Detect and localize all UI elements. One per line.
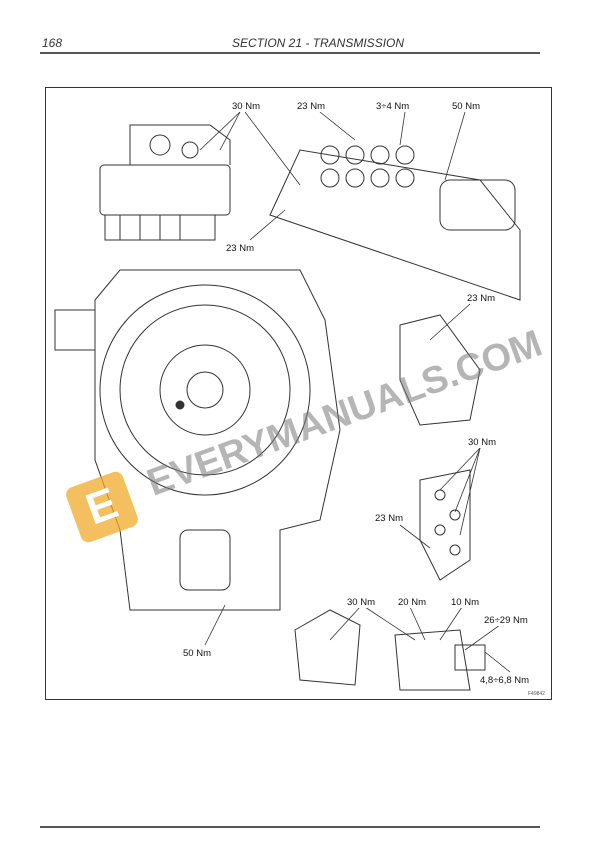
- figure-frame: [45, 87, 552, 700]
- header-rule: [40, 52, 540, 54]
- torque-label: 30 Nm: [232, 101, 260, 112]
- torque-label: 23 Nm: [375, 513, 403, 524]
- torque-label: 10 Nm: [451, 597, 479, 608]
- torque-label: 23 Nm: [297, 101, 325, 112]
- page-number: 168: [42, 36, 63, 50]
- torque-label: 50 Nm: [452, 101, 480, 112]
- manifold-view: [269, 145, 521, 301]
- leader-lines: [199, 111, 511, 673]
- torque-label: 20 Nm: [398, 597, 426, 608]
- figure-id: F49842: [528, 691, 545, 697]
- torque-label: 23 Nm: [226, 243, 254, 254]
- section-title: SECTION 21 - TRANSMISSION: [232, 36, 405, 50]
- valve-block-view: [99, 124, 231, 241]
- torque-label: 23 Nm: [467, 293, 495, 304]
- torque-label: 26÷29 Nm: [484, 615, 528, 626]
- footer-rule: [40, 826, 540, 828]
- torque-label: 3÷4 Nm: [376, 101, 410, 112]
- torque-label: 50 Nm: [183, 648, 211, 659]
- torque-label: 30 Nm: [468, 437, 496, 448]
- torque-label: 4,8÷6,8 Nm: [480, 675, 530, 686]
- detail-views: [294, 314, 486, 691]
- torque-label: 30 Nm: [347, 597, 375, 608]
